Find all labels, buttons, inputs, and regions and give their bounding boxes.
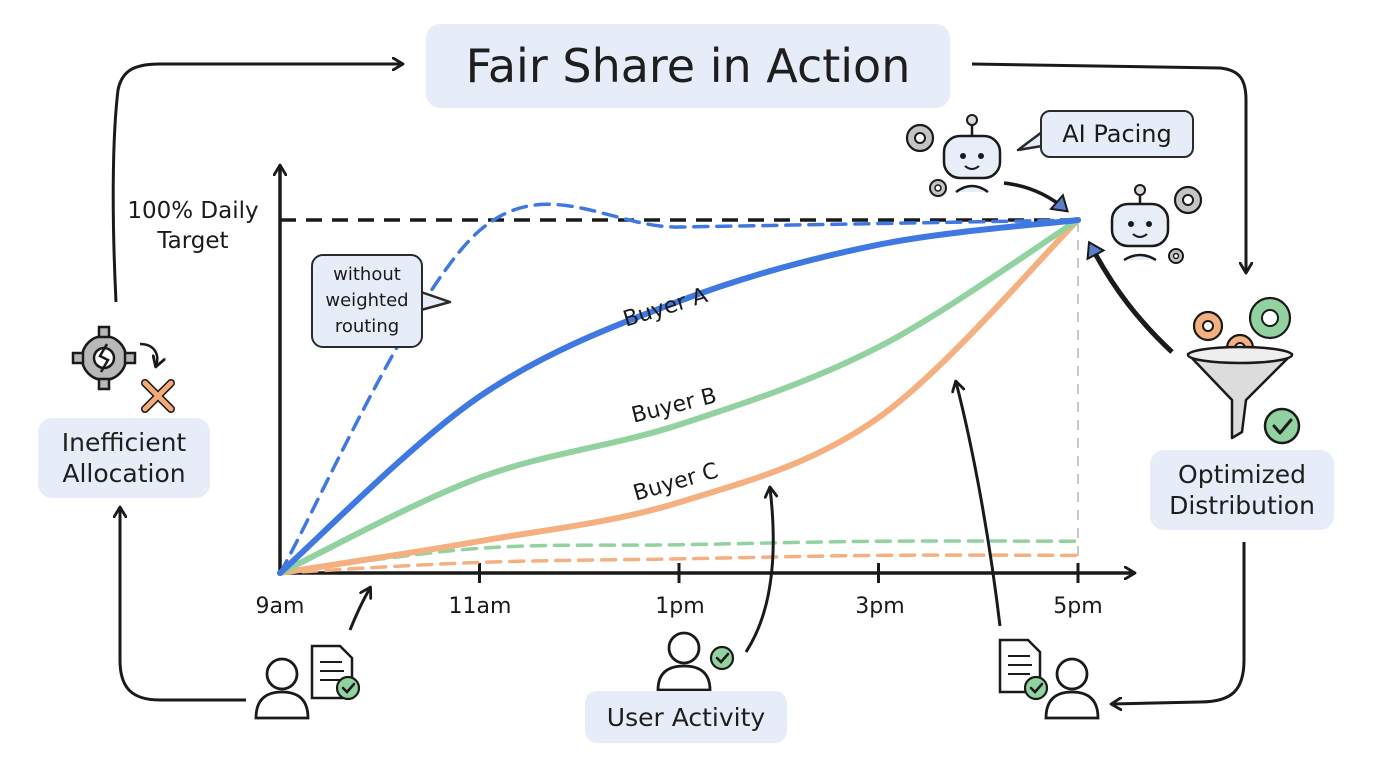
cycle-arrow-top-right [971, 62, 1246, 272]
x-tick-label: 3pm [855, 594, 905, 619]
gear-icon [1192, 310, 1224, 342]
gear-broken-icon [71, 325, 137, 391]
check-icon [709, 645, 735, 671]
pointer-arrow-3pm [956, 382, 1002, 627]
gear-icon [1248, 296, 1292, 340]
rotate-arrow-icon [139, 342, 157, 366]
user-icon [656, 631, 712, 692]
robot-icon [942, 114, 1002, 194]
series-line-buyer-a [277, 217, 1081, 576]
robot-to-target-arrow [1003, 181, 1069, 213]
optimized-distribution-label: Optimized Distribution [1150, 450, 1334, 530]
chart-series [277, 202, 1081, 576]
pointer-arrow-1pm [744, 488, 773, 653]
gear-icon [929, 179, 947, 197]
x-axis-ticks [478, 563, 1080, 583]
without-routing-bubble: without weighted routing [311, 254, 423, 348]
user-icon [254, 657, 310, 720]
check-icon [1023, 675, 1049, 701]
funnel-to-target-arrow [1086, 240, 1174, 354]
gear-icon [905, 123, 935, 153]
ai-pacing-bubble: AI Pacing [1040, 110, 1194, 158]
series-line-buyer-b [277, 217, 1081, 576]
without-bubble-tail [420, 290, 452, 312]
funnel-icon [1186, 345, 1294, 440]
series-line-dashed-3 [278, 202, 1080, 575]
robot-icon [1110, 184, 1170, 262]
x-mark-icon [141, 379, 175, 413]
user-icon [1044, 657, 1100, 720]
x-tick-label: 5pm [1053, 594, 1103, 619]
cycle-arrow-bottom-left [120, 508, 246, 702]
check-icon [335, 675, 361, 701]
x-tick-label: 1pm [655, 594, 705, 619]
series-line-dashed-4 [278, 539, 1080, 575]
cycle-arrow-top-left [111, 64, 402, 303]
series-line-dashed-5 [278, 553, 1080, 575]
pacing-bubble-tail [1016, 131, 1043, 152]
x-tick-label: 9am [255, 594, 305, 619]
x-tick-label: 11am [448, 594, 512, 619]
series-line-buyer-c [277, 217, 1081, 576]
pointer-arrow-9am [348, 588, 370, 631]
inefficient-allocation-label: Inefficient Allocation [38, 418, 210, 498]
gear-icon [1168, 248, 1184, 264]
cycle-arrow-bottom-right [1112, 542, 1246, 704]
user-activity-label: User Activity [585, 691, 787, 743]
target-label: 100% Daily Target [127, 198, 259, 254]
gear-icon [1173, 185, 1203, 215]
page-title: Fair Share in Action [426, 24, 950, 108]
check-icon [1263, 407, 1301, 445]
